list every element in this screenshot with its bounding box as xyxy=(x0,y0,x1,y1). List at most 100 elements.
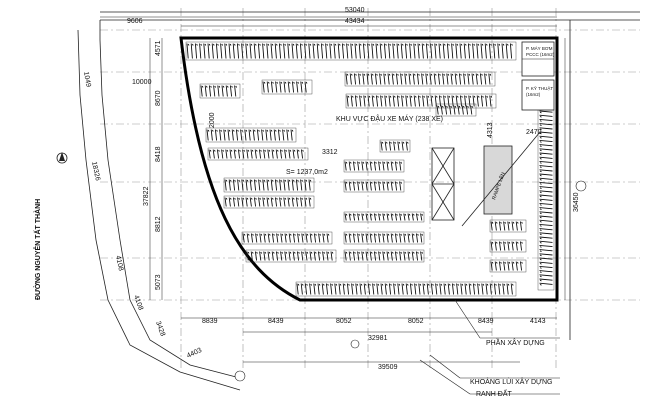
dim-left-4: 8812 xyxy=(155,216,162,232)
motorbike-stall-icon xyxy=(369,181,373,191)
motorbike-stall-icon xyxy=(313,283,317,295)
motorbike-stall-icon xyxy=(515,261,519,271)
motorbike-stall-icon xyxy=(434,43,438,59)
dim-bottom-3: 8052 xyxy=(336,318,352,325)
motorbike-stall-icon xyxy=(393,141,396,151)
motorbike-stall-icon xyxy=(223,129,227,141)
motorbike-stall-icon xyxy=(439,283,443,295)
motorbike-stall-icon xyxy=(400,73,403,85)
dim-bottom-2: 8439 xyxy=(268,318,284,325)
motorbike-stall-icon xyxy=(394,233,398,243)
motorbike-stall-icon xyxy=(362,73,366,85)
motorbike-stall-icon xyxy=(539,148,553,152)
motorbike-stall-icon xyxy=(539,169,553,173)
motorbike-stall-icon xyxy=(317,283,321,295)
road-name: ĐƯỜNG NGUYỄN TẤT THÀNH xyxy=(32,199,42,300)
area-label: S= 1237,0m2 xyxy=(286,169,328,176)
motorbike-stall-icon xyxy=(270,179,274,191)
motorbike-stall-icon xyxy=(498,261,502,271)
motorbike-stall-icon xyxy=(337,43,341,59)
motorbike-stall-icon xyxy=(326,251,330,261)
callout-build: PHẦN XÂY DỰNG xyxy=(486,337,545,347)
motorbike-stall-icon xyxy=(300,149,304,159)
motorbike-stall-icon xyxy=(369,213,373,221)
motorbike-stall-icon xyxy=(405,283,409,295)
motorbike-stall-icon xyxy=(254,251,258,261)
dim-inner-mid: 3312 xyxy=(322,149,338,156)
motorbike-stall-icon xyxy=(386,161,390,171)
motorbike-stall-icon xyxy=(279,179,282,191)
motorbike-stall-icon xyxy=(291,197,295,207)
parking-block xyxy=(223,177,315,193)
motorbike-stall-icon xyxy=(425,73,429,85)
motorbike-stall-icon xyxy=(373,233,377,243)
motorbike-stall-icon xyxy=(278,43,282,59)
motorbike-stall-icon xyxy=(465,105,469,115)
motorbike-stall-icon xyxy=(539,198,553,202)
motorbike-stall-icon xyxy=(231,129,235,141)
motorbike-stall-icon xyxy=(375,43,379,59)
motorbike-stall-icon xyxy=(295,179,299,191)
motorbike-stall-icon xyxy=(228,197,232,207)
motorbike-stall-icon xyxy=(372,283,375,295)
motorbike-stall-icon xyxy=(266,179,270,191)
motorbike-stall-icon xyxy=(386,233,390,243)
motorbike-stall-icon xyxy=(333,43,337,59)
motorbike-stall-icon xyxy=(382,213,386,221)
motorbike-stall-icon xyxy=(457,105,461,115)
motorbike-stall-icon xyxy=(284,149,287,159)
motorbike-stall-icon xyxy=(399,251,402,261)
motorbike-stall-icon xyxy=(489,95,493,107)
motorbike-stall-icon xyxy=(317,251,321,261)
motorbike-stall-icon xyxy=(257,43,261,59)
motorbike-stall-icon xyxy=(397,283,401,295)
motorbike-stall-icon xyxy=(363,95,367,107)
motorbike-stall-icon xyxy=(355,283,359,295)
motorbike-stall-icon xyxy=(299,43,303,59)
dim-left-2: 8670 xyxy=(155,90,162,106)
motorbike-stall-icon xyxy=(186,43,190,59)
parking-block xyxy=(343,179,405,193)
motorbike-stall-icon xyxy=(374,73,378,85)
motorbike-stall-icon xyxy=(301,251,304,261)
motorbike-stall-icon xyxy=(267,251,271,261)
motorbike-stall-icon xyxy=(393,283,396,295)
motorbike-stall-icon xyxy=(237,197,240,207)
motorbike-stall-icon xyxy=(313,251,317,261)
motorbike-stall-icon xyxy=(442,43,446,59)
motorbike-stall-icon xyxy=(539,244,553,248)
parking-block xyxy=(205,127,297,143)
room-pccc-label: P. MÁY BƠM xyxy=(526,45,553,51)
motorbike-stall-icon xyxy=(426,95,430,107)
motorbike-stall-icon xyxy=(361,213,365,221)
motorbike-stall-icon xyxy=(506,283,510,295)
motorbike-stall-icon xyxy=(477,283,480,295)
motorbike-stall-icon xyxy=(274,43,278,59)
motorbike-stall-icon xyxy=(394,251,398,261)
motorbike-stall-icon xyxy=(309,233,313,243)
motorbike-stall-icon xyxy=(258,179,261,191)
motorbike-stall-icon xyxy=(373,181,377,191)
callout-boundary: RANH ĐẤT xyxy=(476,388,513,398)
parking-block xyxy=(489,239,527,253)
motorbike-stall-icon xyxy=(391,73,395,85)
motorbike-stall-icon xyxy=(539,152,553,156)
motorbike-stall-icon xyxy=(203,43,207,59)
grid-lines xyxy=(100,8,640,370)
motorbike-stall-icon xyxy=(208,85,212,97)
motorbike-stall-icon xyxy=(365,161,369,171)
motorbike-stall-icon xyxy=(262,197,266,207)
motorbike-stall-icon xyxy=(373,161,377,171)
motorbike-stall-icon xyxy=(350,95,354,107)
motorbike-stall-icon xyxy=(415,233,419,243)
motorbike-stall-icon xyxy=(313,233,317,243)
motorbike-stall-icon xyxy=(369,251,373,261)
motorbike-stall-icon xyxy=(383,43,387,59)
parking-block xyxy=(343,231,425,245)
motorbike-stall-icon xyxy=(447,95,451,107)
motorbike-stall-icon xyxy=(325,283,329,295)
motorbike-stall-icon xyxy=(444,105,448,115)
motorbike-stall-icon xyxy=(344,161,348,171)
motorbike-stall-icon xyxy=(242,149,245,159)
